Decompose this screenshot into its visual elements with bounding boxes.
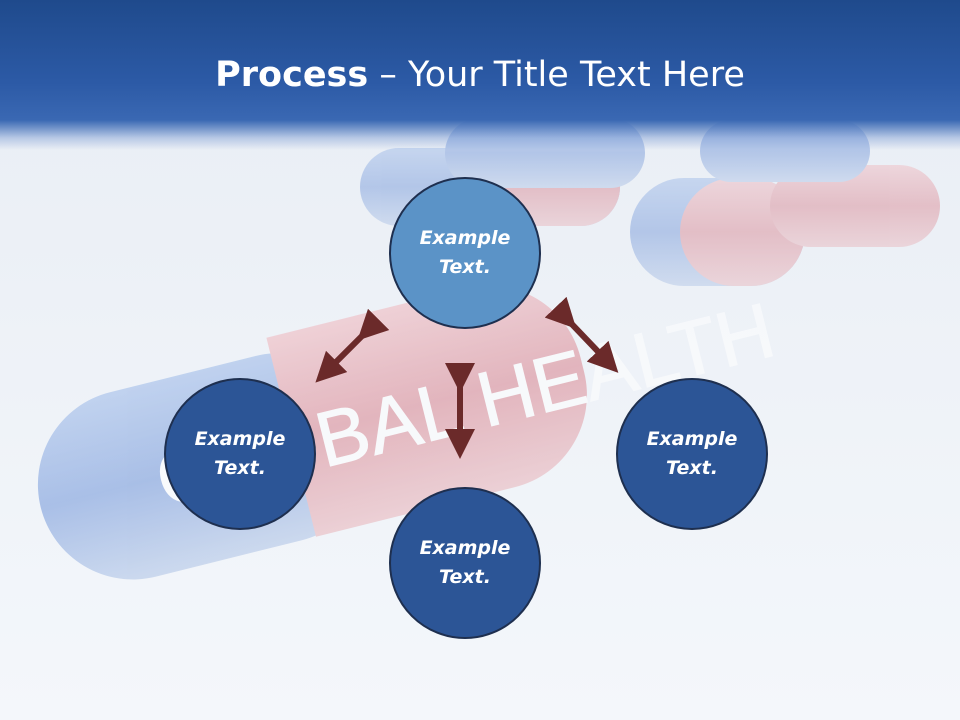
title-bar — [0, 0, 960, 150]
title-bold-text: Process — [215, 55, 369, 95]
node-left-text: Example Text. — [194, 428, 286, 479]
arrow-top-right — [544, 296, 619, 373]
arrow-top-left — [315, 308, 390, 383]
node-bottom-text: Example Text. — [419, 537, 511, 588]
slide-title: Process – Your Title Text Here — [0, 52, 960, 98]
node-bottom[interactable]: Example Text. — [389, 487, 541, 639]
node-right-text: Example Text. — [646, 428, 738, 479]
title-rest-text: – Your Title Text Here — [368, 55, 745, 95]
node-left[interactable]: Example Text. — [164, 378, 316, 530]
node-top[interactable]: Example Text. — [389, 177, 541, 329]
node-right[interactable]: Example Text. — [616, 378, 768, 530]
node-top-text: Example Text. — [419, 227, 511, 278]
